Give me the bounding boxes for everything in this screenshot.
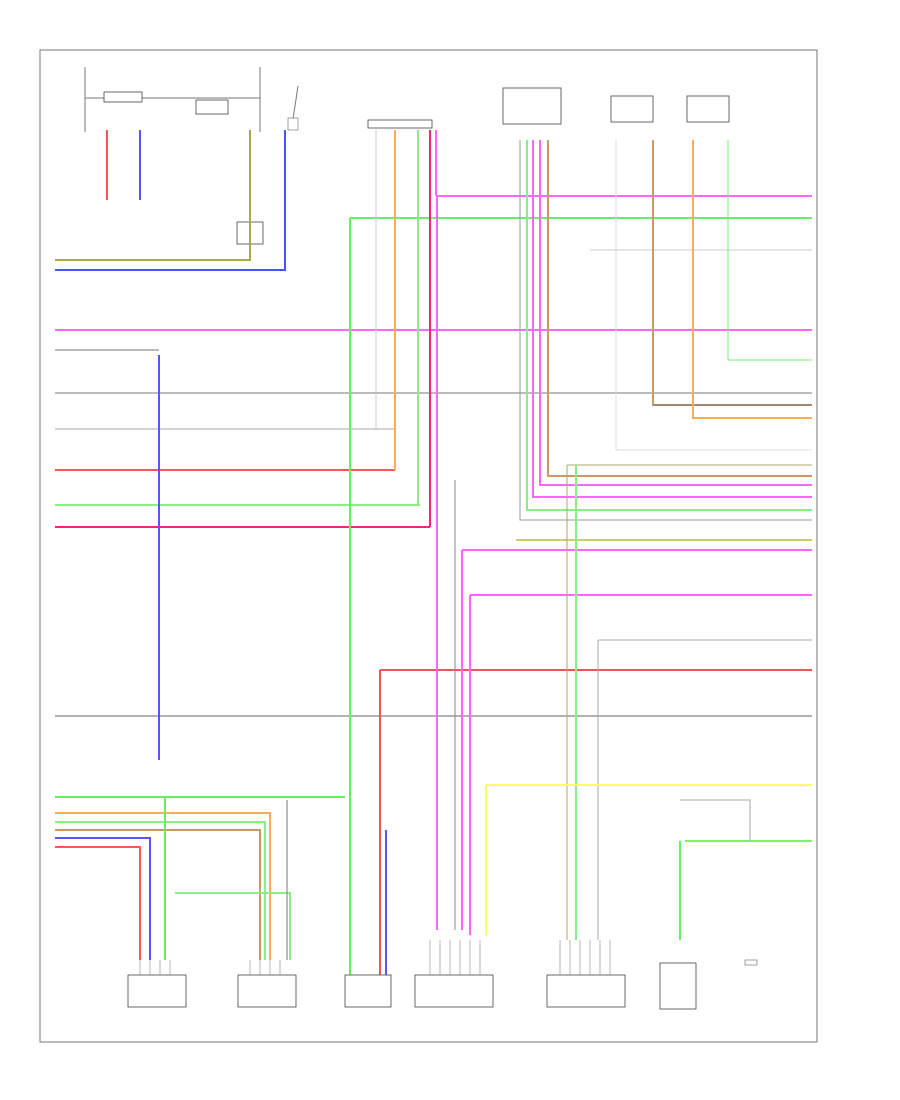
right-ld-sensor-module — [546, 974, 626, 1008]
instrument-cluster-group — [84, 67, 299, 245]
left-door-module — [127, 974, 187, 1008]
sensor-right-front-module — [686, 95, 730, 123]
diagram-frame — [39, 49, 818, 1043]
left-ld-relay-module — [659, 962, 697, 1010]
sensor-left-front-module — [610, 95, 654, 123]
top-modules — [367, 87, 730, 129]
right-side-wires — [380, 140, 812, 671]
door-wires — [55, 797, 291, 960]
lvl-sensor-module — [344, 974, 392, 1008]
horizontal-wires — [55, 195, 812, 842]
sensor-module-top — [502, 87, 562, 125]
bottom-components — [127, 962, 697, 1010]
left-ld-sensor-module — [414, 974, 494, 1008]
vertical-wires — [55, 130, 812, 1000]
ipc-connector — [367, 119, 433, 129]
right-door-module — [237, 974, 297, 1008]
connector-pins — [139, 940, 758, 975]
